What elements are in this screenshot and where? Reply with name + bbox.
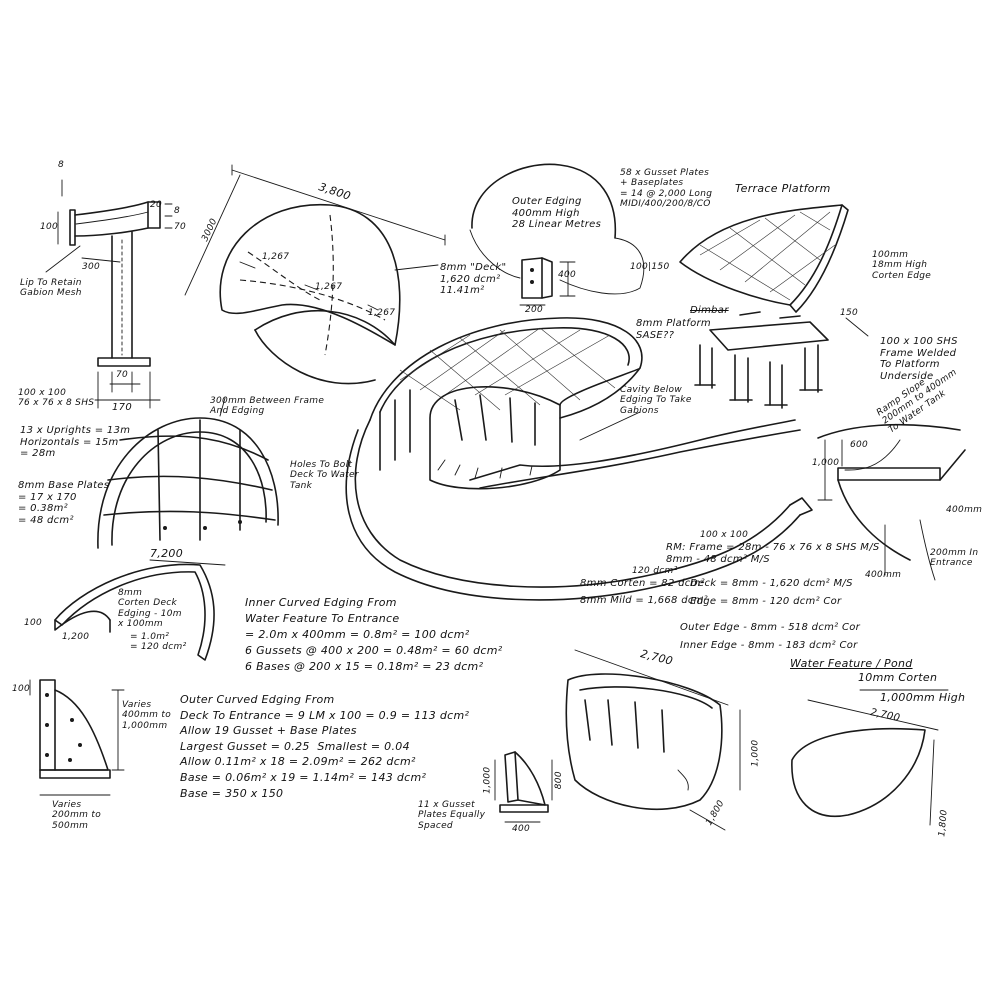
tank-gusset-dim-400: 400 <box>512 824 531 834</box>
terrace-platform-title: Terrace Platform <box>735 182 831 195</box>
bracket-dim-100: 100 <box>40 222 59 232</box>
tank-dim-1000: 1,000 <box>750 739 761 767</box>
curve-dim-7200: 7,200 <box>150 547 183 560</box>
tank-gusset-drawing <box>494 751 553 823</box>
bracket-top-dim: 8 <box>58 160 65 170</box>
inner-edge-line: Inner Edge - 8mm - 183 dcm² Cor <box>680 640 858 651</box>
curve-dim-100: 100 <box>24 618 43 628</box>
bracket-dim-20: 20 <box>150 200 163 210</box>
gabion-frame-drawing <box>97 397 279 549</box>
water-tank-drawing <box>565 649 741 831</box>
ramp-dim-1000: 1,000 <box>812 458 840 468</box>
outer-curved-edging-note: Outer Curved Edging From Deck To Entranc… <box>180 693 470 800</box>
ramp-slope-drawing <box>817 423 966 581</box>
terrace-platform-drawing <box>679 204 869 409</box>
deck-dim-1267-b: 1,267 <box>315 282 343 292</box>
bracket-base-70: 70 <box>116 370 129 380</box>
outer-edge-line: Outer Edge - 8mm - 518 dcm² Cor <box>680 622 861 633</box>
between-frame-note: 300mm Between Frame And Edging <box>210 396 325 417</box>
corten-edge-note: 100mm 18mm High Corten Edge <box>872 250 932 281</box>
gusset-dim-100: 100 <box>12 684 31 694</box>
bracket-dim-70: 70 <box>174 222 187 232</box>
pond-plan-drawing <box>791 689 949 826</box>
corten-deck-line: 8mm Corten = 82 dcm² <box>580 578 705 589</box>
ramp-dim-400-a: 400mm <box>946 505 983 515</box>
deck-line: Deck = 8mm - 1,620 dcm² M/S <box>690 578 853 589</box>
ramp-dim-600: 600 <box>850 440 869 450</box>
rm-dim-note: 100 x 100 <box>700 530 749 540</box>
dcm-120-note: 120 dcm² <box>632 566 678 576</box>
shs-frame-note: 100 x 100 SHS Frame Welded To Platform U… <box>880 336 958 382</box>
platform-struck-note: Dimbar <box>690 305 729 316</box>
holes-bolt-note: Holes To Bolt Deck To Water Tank <box>290 460 359 491</box>
dim-100-150: 100|150 <box>630 262 670 272</box>
bracket-lip-note: Lip To Retain Gabion Mesh <box>20 278 82 299</box>
deck-plan-drawing <box>184 164 446 385</box>
outer-edging-note: Outer Edging 400mm High 28 Linear Metres <box>512 196 602 230</box>
platform-sase-note: 8mm Platform SASE?? <box>636 318 711 341</box>
water-feature-title: Water Feature / Pond <box>790 657 913 670</box>
gusset-dim-400: 400 <box>558 270 577 280</box>
tank-gusset-dim-1000: 1,000 <box>482 766 493 794</box>
gusset-plates-note: 58 x Gusset Plates + Baseplates = 14 @ 2… <box>620 168 713 210</box>
ramp-entrance-note: 200mm In Entrance <box>930 548 979 569</box>
curve-areas-note: = 1.0m² = 120 dcm² <box>130 632 187 653</box>
outer-edging-callout <box>469 163 645 306</box>
edge-line: Edge = 8mm - 120 dcm² Cor <box>690 596 842 607</box>
bracket-base-170: 170 <box>112 402 132 413</box>
ramp-dim-400-b: 400mm <box>865 570 902 580</box>
bracket-dim-300: 300 <box>82 262 101 272</box>
mild-deck-line: 8mm Mild = 1,668 dcm² <box>580 595 708 606</box>
t-bracket-section-drawing <box>45 179 173 409</box>
uprights-note: 13 x Uprights = 13m Horizontals = 15m = … <box>20 425 131 459</box>
tank-gusset-dim-800: 800 <box>553 771 564 790</box>
gusset-dim-200: 200 <box>525 305 544 315</box>
shs-spec-note: 100 x 100 76 x 76 x 8 SHS <box>18 388 95 409</box>
curve-corten-note: 8mm Corten Deck Edging - 10m x 100mm <box>118 588 182 630</box>
deck-dim-1267-c: 1,267 <box>368 308 396 318</box>
bracket-dim-8: 8 <box>174 206 181 216</box>
deck-area-note: 8mm "Deck" 1,620 dcm² 11.41m² <box>440 262 507 296</box>
pond-corten-note: 10mm Corten <box>858 671 938 684</box>
curved-deck-edging-drawing <box>54 559 226 661</box>
rm-frame-note: RM: Frame = 28m - 76 x 76 x 8 SHS M/S 8m… <box>666 542 880 565</box>
gusset-varies-height: Varies 400mm to 1,000mm <box>122 700 172 731</box>
gusset-varies-width: Varies 200mm to 500mm <box>52 800 102 831</box>
dim-150: 150 <box>840 308 859 318</box>
main-structure-drawing <box>345 317 813 601</box>
cavity-below-note: Cavity Below Edging To Take Gabions <box>620 385 692 416</box>
tank-gussets-note: 11 x Gusset Plates Equally Spaced <box>418 800 486 831</box>
base-plates-note: 8mm Base Plates = 17 x 170 = 0.38m² = 48… <box>18 480 110 526</box>
inner-curved-edging-note: Inner Curved Edging From Water Feature T… <box>245 596 503 673</box>
gusset-plate-drawing <box>29 679 125 796</box>
pond-high-note: 1,000mm High <box>880 691 966 704</box>
curve-dim-1200: 1,200 <box>62 632 90 642</box>
deck-dim-1267-a: 1,267 <box>262 252 290 262</box>
